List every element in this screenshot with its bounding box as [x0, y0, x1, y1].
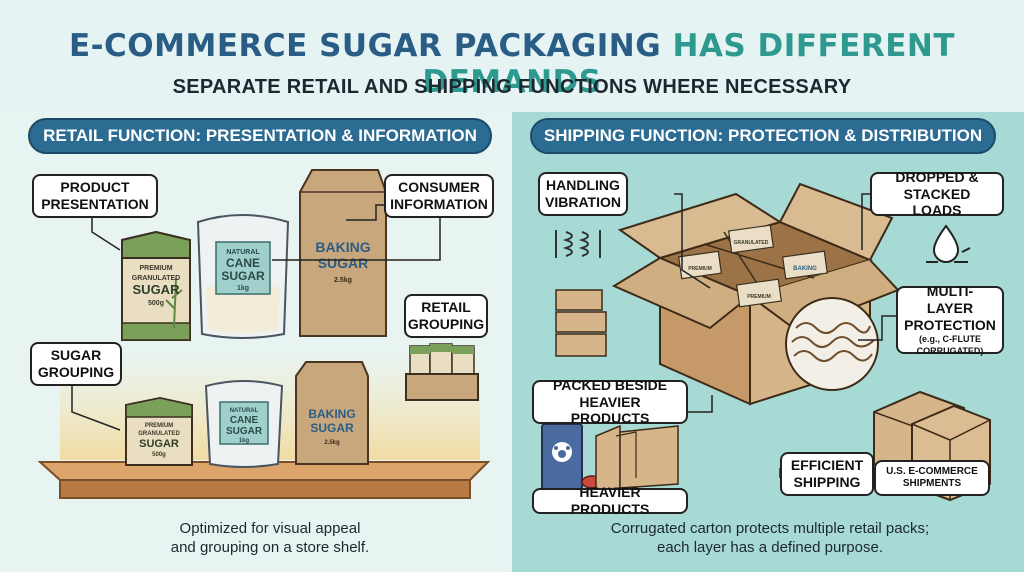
premium-shelf-line-3: SUGAR — [139, 438, 179, 450]
vibration-icon — [555, 230, 601, 258]
consumer-information-line-1: CONSUMER — [398, 179, 480, 196]
baking-line-3: 2.5kg — [334, 277, 352, 284]
premium-shelf-line-2: GRANULATED — [138, 431, 180, 437]
consumer-information-label: CONSUMER INFORMATION — [384, 174, 494, 218]
heavier-products-illustration — [541, 423, 679, 491]
premium-sugar-shelf-package: PREMIUM GRANULATED SUGAR 500g — [125, 396, 193, 466]
corrugated-shipping-box: PREMIUM GRANULATED BAKING PREMIUM — [611, 182, 900, 406]
cane-line-3: SUGAR — [221, 269, 265, 283]
shipping-caption-line-2: each layer has a defined purpose. — [657, 538, 883, 556]
packed-beside-line-1: PACKED BESIDE — [552, 376, 668, 393]
box-pack-label-4: BAKING — [793, 266, 817, 272]
box-pack-label-5: PREMIUM — [747, 294, 771, 300]
retail-caption-line-1: Optimized for visual appeal — [179, 520, 361, 537]
premium-sugar-package: PREMIUM GRANULATED SUGAR 500g — [121, 230, 191, 341]
water-drop-icon — [926, 224, 971, 263]
efficient-shipping-line-1: EFFICIENT — [790, 457, 864, 474]
premium-shelf-line-4: 500g — [152, 452, 166, 458]
retail-grouping-line-2: GROUPING — [407, 316, 485, 332]
multi-layer-line-1: MULTI-LAYER — [926, 283, 974, 316]
premium-line-2: GRANULATED — [132, 275, 180, 282]
dropped-stacked-line-2: STACKED LOADS — [903, 185, 971, 219]
sugar-grouping-line-1: SUGAR — [50, 347, 102, 364]
shipping-caption-line-1: Corrugated carton protects multiple reta… — [610, 520, 930, 537]
retail-grouping-tray — [405, 343, 479, 401]
sugar-grouping-label: SUGAR GROUPING — [30, 342, 122, 386]
sugar-grouping-line-2: GROUPING — [37, 364, 115, 380]
product-presentation-line-1: PRODUCT — [60, 179, 130, 196]
baking-shelf-line-2: SUGAR — [310, 421, 354, 435]
cane-sugar-package: NATURAL CANE SUGAR 1kg — [196, 214, 290, 339]
multi-layer-note-line-1: (e.g., C-FLUTE — [919, 334, 981, 345]
cane-shelf-line-3: SUGAR — [226, 426, 263, 437]
retail-caption-line-2: and grouping on a store shelf. — [170, 538, 370, 556]
multi-layer-note-line-2: CORRUGATED) — [916, 346, 984, 357]
retail-grouping-line-1: RETAIL — [421, 299, 471, 316]
multi-layer-protection-label: MULTI-LAYER PROTECTION (e.g., C-FLUTE CO… — [896, 283, 1004, 357]
baking-line-1: BAKING — [315, 239, 370, 255]
product-presentation-label: PRODUCT PRESENTATION — [32, 174, 158, 218]
page-title: E-COMMERCE SUGAR PACKAGING HAS DIFFERENT… — [0, 28, 1024, 100]
left-connector-lines — [71, 204, 441, 431]
efficient-shipping-label: EFFICIENT SHIPPING — [780, 452, 874, 496]
premium-shelf-line-1: PREMIUM — [145, 423, 173, 429]
shipping-function-header: SHIPPING FUNCTION: PROTECTION & DISTRIBU… — [530, 118, 996, 154]
cane-line-2: CANE — [226, 256, 260, 270]
cane-shelf-line-4: 1kg — [239, 438, 250, 444]
box-pack-label-2: GRANULATED — [734, 240, 769, 246]
handling-vibration-label: HANDLING VIBRATION — [538, 172, 628, 216]
us-ecommerce-line-1: U.S. E-COMMERCE — [886, 466, 978, 477]
title-part-2: HAS DIFFERENT DEMANDS — [422, 28, 955, 100]
cane-shelf-line-2: CANE — [230, 415, 259, 426]
product-presentation-line-2: PRESENTATION — [41, 196, 149, 212]
multi-layer-line-2: PROTECTION — [904, 316, 996, 333]
cane-line-4: 1kg — [237, 285, 249, 292]
retail-grouping-label: RETAIL GROUPING — [404, 294, 488, 338]
cane-line-1: NATURAL — [226, 249, 260, 256]
premium-line-4: 500g — [148, 300, 164, 307]
baking-shelf-line-1: BAKING — [308, 407, 355, 421]
us-ecommerce-line-2: SHIPMENTS — [902, 478, 962, 489]
handling-vibration-line-1: HANDLING — [546, 177, 620, 194]
packed-beside-label: PACKED BESIDE HEAVIER PRODUCTS — [532, 376, 688, 426]
efficient-shipping-line-2: SHIPPING — [793, 474, 861, 490]
retail-caption: Optimized for visual appeal and grouping… — [110, 520, 430, 558]
baking-shelf-line-3: 2.5kg — [324, 440, 340, 446]
handling-vibration-line-2: VIBRATION — [545, 194, 621, 210]
premium-line-3: SUGAR — [133, 282, 181, 297]
cane-shelf-line-1: NATURAL — [230, 408, 259, 414]
retail-function-header: RETAIL FUNCTION: PRESENTATION & INFORMAT… — [28, 118, 492, 154]
stacked-small-boxes — [555, 289, 607, 357]
shipping-caption: Corrugated carton protects multiple reta… — [560, 520, 980, 558]
page-subtitle: SEPARATE RETAIL AND SHIPPING FUNCTIONS W… — [172, 76, 852, 98]
us-ecommerce-shipments-label: U.S. E-COMMERCE SHIPMENTS — [874, 460, 990, 496]
baking-sugar-package: BAKING SUGAR 2.5kg — [299, 169, 387, 337]
dropped-stacked-line-1: DROPPED & — [895, 168, 979, 185]
dropped-stacked-label: DROPPED & STACKED LOADS — [870, 168, 1004, 218]
baking-line-2: SUGAR — [318, 255, 369, 271]
packed-beside-line-2: HEAVIER PRODUCTS — [570, 393, 650, 427]
heavier-products-label: HEAVIER PRODUCTS — [532, 484, 688, 517]
cane-sugar-shelf-package: NATURAL CANE SUGAR 1kg — [204, 380, 284, 468]
premium-line-1: PREMIUM — [139, 265, 172, 272]
title-part-1: E-COMMERCE SUGAR PACKAGING — [68, 28, 662, 64]
consumer-information-line-2: INFORMATION — [390, 196, 488, 212]
baking-sugar-shelf-package: BAKING SUGAR 2.5kg — [295, 361, 369, 465]
box-pack-label-1: PREMIUM — [688, 266, 712, 272]
